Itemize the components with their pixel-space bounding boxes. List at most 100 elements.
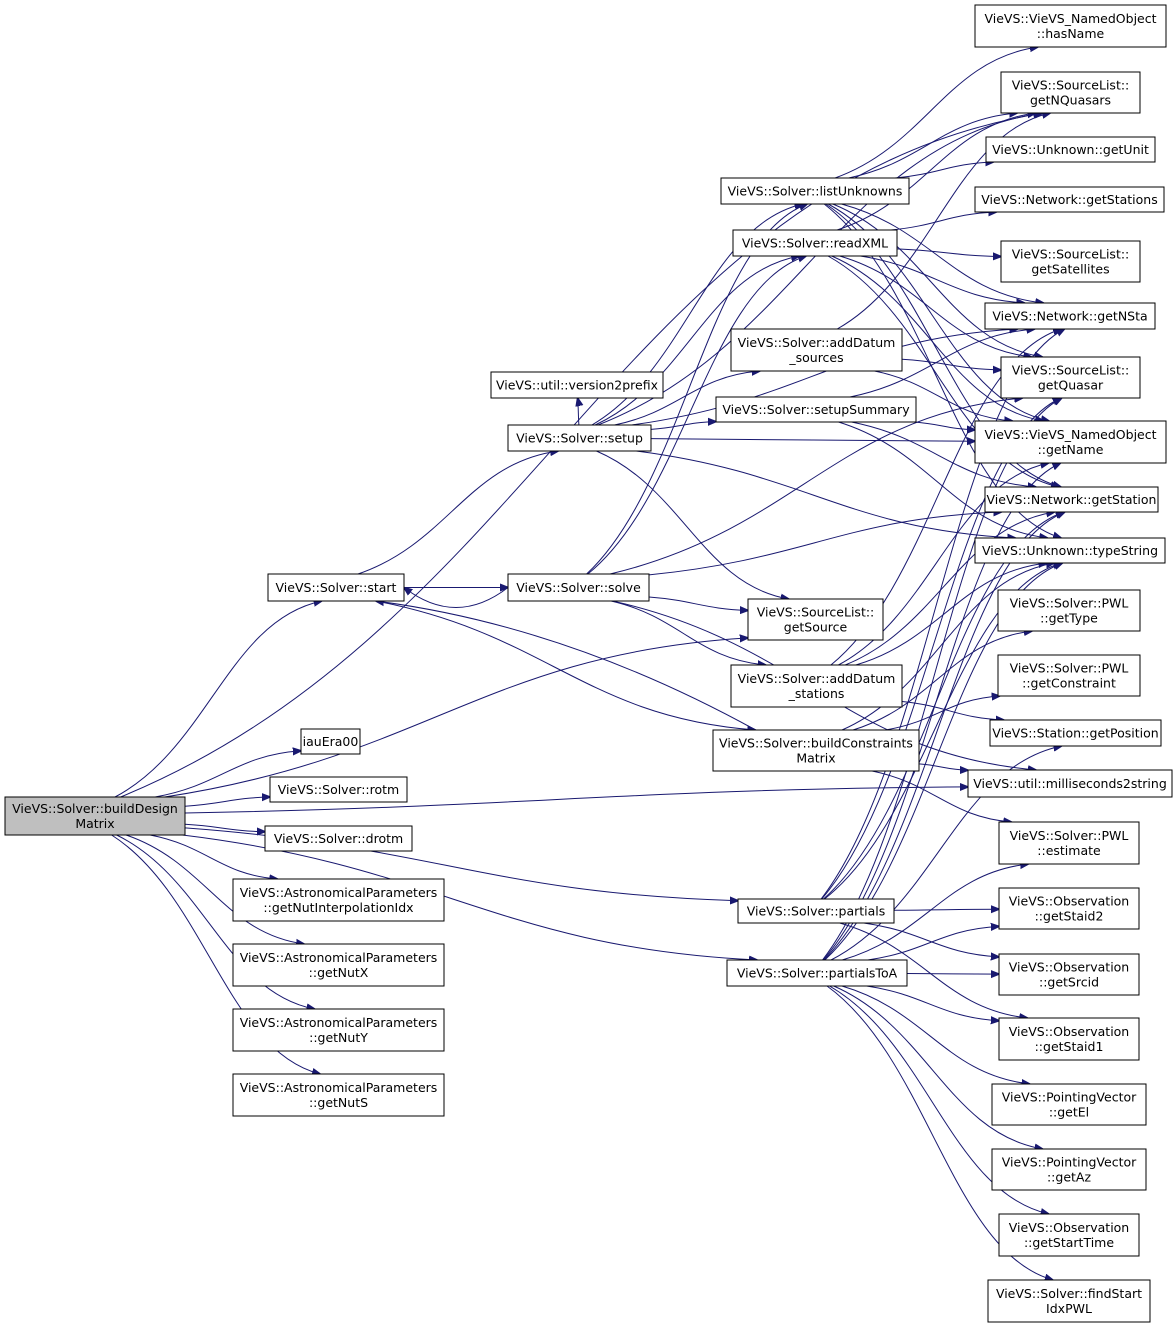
edge-bdm-to-start — [114, 601, 322, 798]
node-partialsToA[interactable]: VieVS::Solver::partialsToA — [726, 959, 908, 987]
node-label: VieVS::Network::getNSta — [992, 309, 1147, 324]
node-ms2s[interactable]: VieVS::util::milliseconds2string — [967, 769, 1173, 798]
node-box — [967, 769, 1173, 798]
node-getNSta[interactable]: VieVS::Network::getNSta — [984, 302, 1156, 330]
node-label: VieVS::Solver::drotm — [274, 831, 403, 846]
node-getUnit[interactable]: VieVS::Unknown::getUnit — [985, 136, 1156, 163]
edge-bdm-to-iauEra00 — [155, 751, 301, 798]
node-label: ::getSrcid — [1039, 975, 1099, 990]
node-nutS[interactable]: VieVS::AstronomicalParameters::getNutS — [232, 1073, 445, 1117]
edge-listUnk-to-getUnit — [894, 162, 994, 179]
edge-readXML-to-getName — [831, 255, 1044, 421]
node-box — [984, 486, 1159, 513]
node-box — [720, 177, 910, 205]
node-label: VieVS::Solver::PWL — [1010, 596, 1129, 611]
node-box — [991, 1083, 1147, 1126]
node-label: ::getStartTime — [1024, 1235, 1114, 1250]
node-label: ::getNutS — [309, 1095, 368, 1110]
node-getAz[interactable]: VieVS::PointingVector::getAz — [991, 1148, 1147, 1191]
node-nutY[interactable]: VieVS::AstronomicalParameters::getNutY — [232, 1008, 445, 1052]
node-box — [974, 186, 1165, 213]
node-getEl[interactable]: VieVS::PointingVector::getEl — [991, 1083, 1147, 1126]
node-getStation[interactable]: VieVS::Network::getStation — [984, 486, 1159, 513]
node-label: VieVS::AstronomicalParameters — [240, 1080, 438, 1095]
node-setupSum[interactable]: VieVS::Solver::setupSummary — [715, 396, 917, 423]
node-startTime[interactable]: VieVS::Observation::getStartTime — [998, 1213, 1140, 1257]
node-label: VieVS::VieVS_NamedObject — [984, 11, 1156, 26]
node-setup[interactable]: VieVS::Solver::setup — [507, 424, 652, 452]
node-pwlType[interactable]: VieVS::Solver::PWL::getType — [997, 589, 1141, 632]
node-box — [997, 589, 1141, 632]
node-getStations[interactable]: VieVS::Network::getStations — [974, 186, 1165, 213]
node-partials[interactable]: VieVS::Solver::partials — [737, 898, 895, 924]
node-label: ::getNutY — [309, 1030, 368, 1045]
node-box — [730, 328, 903, 372]
node-box — [507, 573, 650, 602]
node-label: getNQuasars — [1030, 93, 1111, 108]
node-readXML[interactable]: VieVS::Solver::readXML — [732, 229, 898, 257]
edge-solve-to-readXML — [587, 256, 806, 575]
node-label: VieVS::AstronomicalParameters — [240, 885, 438, 900]
node-staid2[interactable]: VieVS::Observation::getStaid2 — [998, 887, 1140, 930]
edge-setup-to-getSource — [596, 450, 788, 599]
node-label: VieVS::util::version2prefix — [496, 378, 658, 393]
node-getName[interactable]: VieVS::VieVS_NamedObject::getName — [974, 420, 1167, 464]
node-solve[interactable]: VieVS::Solver::solve — [507, 573, 650, 602]
node-label: VieVS::Solver::PWL — [1010, 661, 1129, 676]
node-adSta[interactable]: VieVS::Solver::addDatum_stations — [730, 664, 903, 708]
node-iauEra00[interactable]: iauEra00 — [300, 728, 361, 755]
node-box — [737, 898, 895, 924]
node-box — [300, 728, 361, 755]
node-box — [715, 396, 917, 423]
node-box — [998, 953, 1140, 996]
edge-listUnk-to-getNSta — [841, 203, 1044, 303]
node-label: VieVS::AstronomicalParameters — [240, 1015, 438, 1030]
edge-adSta-to-getPos — [901, 701, 1004, 721]
node-label: VieVS::Observation — [1009, 960, 1129, 975]
node-srcid[interactable]: VieVS::Observation::getSrcid — [998, 953, 1140, 996]
node-rotm[interactable]: VieVS::Solver::rotm — [269, 776, 408, 803]
edge-solve-to-start — [404, 588, 509, 608]
node-label: VieVS::Solver::buildConstraints — [719, 736, 913, 751]
node-getPos[interactable]: VieVS::Station::getPosition — [989, 719, 1162, 747]
node-getSource[interactable]: VieVS::SourceList::getSource — [747, 598, 884, 641]
node-label: ::hasName — [1037, 26, 1105, 41]
node-hasName[interactable]: VieVS::VieVS_NamedObject::hasName — [974, 4, 1167, 48]
node-box — [998, 1017, 1140, 1061]
node-pwlEst[interactable]: VieVS::Solver::PWL::estimate — [998, 821, 1140, 865]
node-staid1[interactable]: VieVS::Observation::getStaid1 — [998, 1017, 1140, 1061]
node-box — [4, 796, 186, 836]
node-box — [1000, 240, 1141, 283]
node-getQuasar[interactable]: VieVS::SourceList::getQuasar — [1000, 356, 1141, 399]
node-label: VieVS::Network::getStation — [987, 492, 1157, 507]
node-nutX[interactable]: VieVS::AstronomicalParameters::getNutX — [232, 943, 445, 987]
edge-start-to-setup — [357, 451, 558, 575]
node-listUnk[interactable]: VieVS::Solver::listUnknowns — [720, 177, 910, 205]
node-label: ::getConstraint — [1022, 676, 1116, 691]
node-getSat[interactable]: VieVS::SourceList::getSatellites — [1000, 240, 1141, 283]
node-drotm[interactable]: VieVS::Solver::drotm — [264, 825, 413, 852]
node-pwlCon[interactable]: VieVS::Solver::PWL::getConstraint — [997, 654, 1141, 697]
edge-setupSum-to-typeString — [838, 421, 1048, 538]
node-nutIdx[interactable]: VieVS::AstronomicalParameters::getNutInt… — [232, 878, 445, 922]
node-typeString[interactable]: VieVS::Unknown::typeString — [974, 537, 1166, 564]
node-adSrc[interactable]: VieVS::Solver::addDatum_sources — [730, 328, 903, 372]
edge-adSta-to-getStation — [845, 512, 1054, 666]
node-label: ::getStaid1 — [1035, 1039, 1104, 1054]
edge-adSta-to-getName — [838, 463, 1048, 666]
node-label: VieVS::Solver::listUnknowns — [728, 184, 903, 199]
edge-partialsToA-to-staid2 — [867, 926, 999, 961]
edge-partialsToA-to-startTime — [829, 985, 1049, 1214]
node-v2p[interactable]: VieVS::util::version2prefix — [490, 371, 664, 399]
node-start[interactable]: VieVS::Solver::start — [267, 573, 405, 602]
node-getNQ[interactable]: VieVS::SourceList::getNQuasars — [1000, 71, 1141, 114]
edge-partialsToA-to-staid1 — [866, 985, 999, 1021]
node-label: _sources — [788, 350, 843, 365]
node-box — [732, 229, 898, 257]
node-label: VieVS::util::milliseconds2string — [973, 776, 1167, 791]
edge-setup-to-adSrc — [614, 371, 760, 426]
edge-listUnk-to-getNQ — [848, 113, 1018, 179]
